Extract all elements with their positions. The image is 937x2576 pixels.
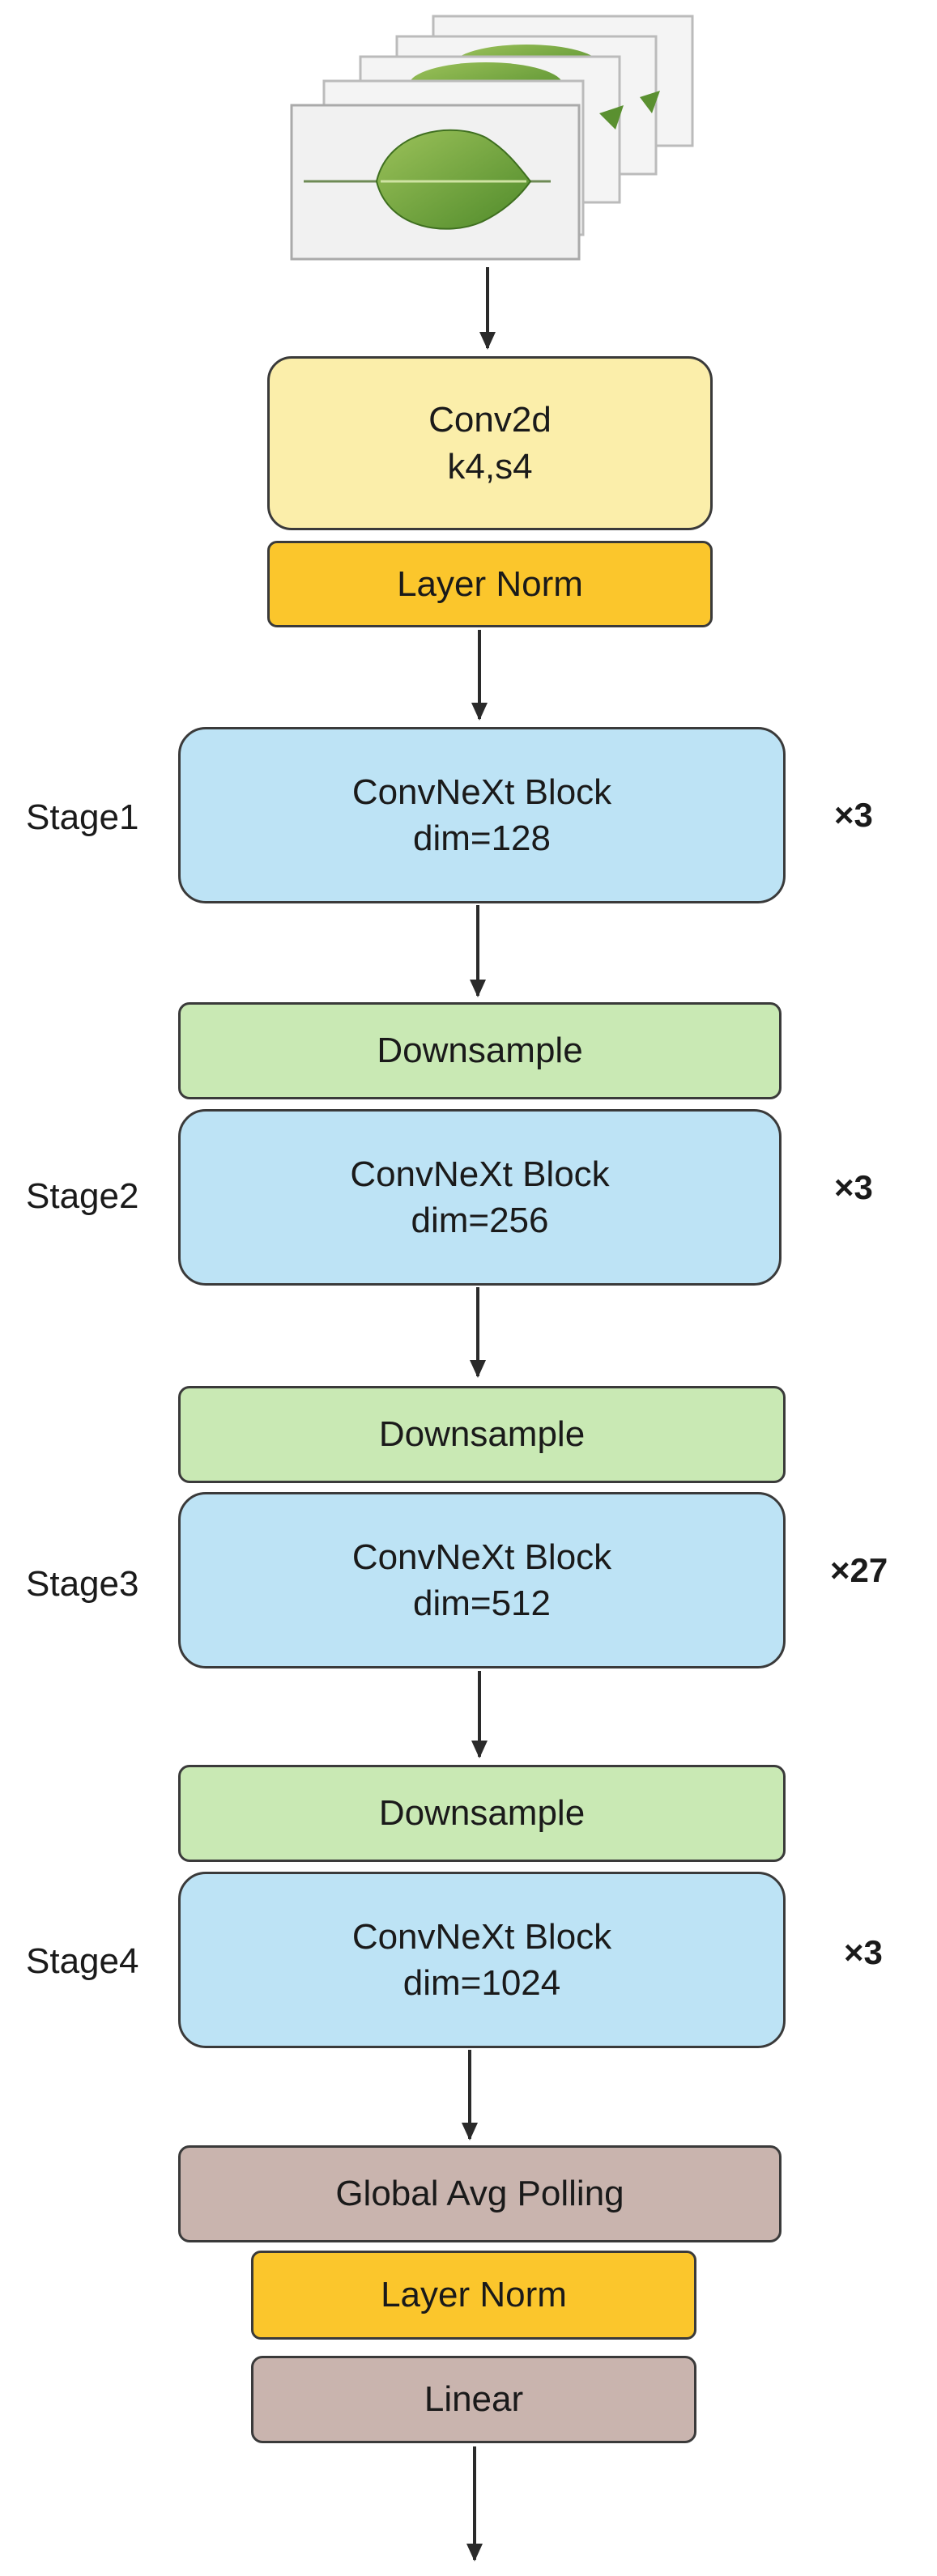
arrow-stage4-to-head	[468, 2050, 471, 2139]
stage4-block-label: ConvNeXt Block	[351, 1916, 612, 1957]
global-avg-pooling-box: Global Avg Polling	[178, 2145, 782, 2242]
arrow-stem-to-stage1	[478, 630, 481, 719]
stage1-repeat-count: ×3	[834, 796, 873, 834]
stage4-downsample-label: Downsample	[378, 1793, 586, 1834]
stage2-repeat-count: ×3	[834, 1168, 873, 1206]
stage4-label: Stage4	[26, 1941, 139, 1981]
stage2-label: Stage2	[26, 1176, 139, 1216]
stage4-downsample-box: Downsample	[178, 1765, 786, 1862]
stage3-dim-label: dim=512	[412, 1583, 551, 1623]
arrow-output	[473, 2446, 476, 2560]
head-layer-norm-label: Layer Norm	[381, 2275, 567, 2315]
stage1-label: Stage1	[26, 797, 139, 837]
conv2d-params: k4,s4	[447, 446, 533, 487]
global-avg-pooling-label: Global Avg Polling	[335, 2174, 624, 2214]
arrow-stage1-to-stage2	[476, 905, 479, 996]
stage2-downsample-box: Downsample	[178, 1002, 782, 1099]
stage1-convnext-block: ConvNeXt Block dim=128	[178, 727, 786, 903]
stage3-block-label: ConvNeXt Block	[351, 1537, 612, 1577]
stage3-repeat-count: ×27	[830, 1551, 888, 1589]
linear-box: Linear	[251, 2356, 696, 2443]
stage3-label: Stage3	[26, 1564, 139, 1604]
conv2d-label: Conv2d	[428, 400, 552, 440]
stage1-dim-label: dim=128	[412, 818, 551, 858]
stem-layer-norm-label: Layer Norm	[397, 563, 583, 604]
stage2-convnext-block: ConvNeXt Block dim=256	[178, 1109, 782, 1286]
arrow-stage3-to-stage4	[478, 1671, 481, 1757]
stage2-downsample-label: Downsample	[377, 1031, 583, 1071]
head-layer-norm-box: Layer Norm	[251, 2251, 696, 2340]
stage1-block-label: ConvNeXt Block	[351, 772, 612, 812]
stage4-convnext-block: ConvNeXt Block dim=1024	[178, 1872, 786, 2048]
arrow-stage2-to-stage3	[476, 1287, 479, 1376]
conv2d-stem-box: Conv2d k4,s4	[267, 356, 713, 530]
stage4-dim-label: dim=1024	[402, 1963, 561, 2003]
stage3-convnext-block: ConvNeXt Block dim=512	[178, 1492, 786, 1668]
stage4-repeat-count: ×3	[844, 1933, 883, 1971]
stem-layer-norm-box: Layer Norm	[267, 541, 713, 627]
leaf-card-front	[290, 104, 581, 261]
stage3-downsample-box: Downsample	[178, 1386, 786, 1483]
stage2-block-label: ConvNeXt Block	[350, 1154, 610, 1194]
stage2-dim-label: dim=256	[411, 1201, 549, 1240]
linear-label: Linear	[424, 2379, 524, 2420]
arrow-input-to-conv	[486, 267, 489, 348]
leaf-image-stack-icon	[290, 15, 694, 261]
stage3-downsample-label: Downsample	[378, 1414, 586, 1455]
